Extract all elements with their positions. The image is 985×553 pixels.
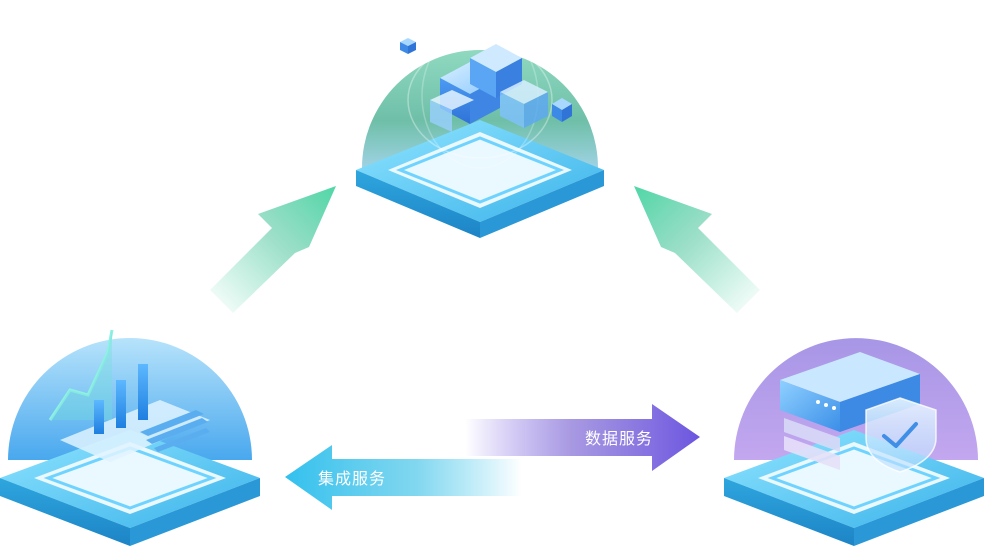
- cube-cluster-icon: [407, 23, 553, 169]
- left-node-dome: [8, 338, 252, 460]
- integration-service-arrow: 集成服务: [285, 445, 522, 510]
- server-shield-icon: [780, 352, 937, 473]
- top-node: [356, 23, 604, 238]
- data-service-arrow: 数据服务: [465, 404, 700, 471]
- left-node: [0, 329, 260, 546]
- small-cube-icon: [400, 38, 416, 54]
- bar-chart-icon: [48, 329, 210, 462]
- left-node-platform: [0, 430, 260, 546]
- top-node-platform: [356, 120, 604, 238]
- arrow-right-to-top: [634, 186, 760, 313]
- data-service-label: 数据服务: [585, 429, 653, 448]
- small-cube-icon: [552, 98, 572, 122]
- arrow-left-to-top: [210, 186, 336, 313]
- integration-service-label: 集成服务: [318, 469, 386, 488]
- right-node: [724, 338, 984, 546]
